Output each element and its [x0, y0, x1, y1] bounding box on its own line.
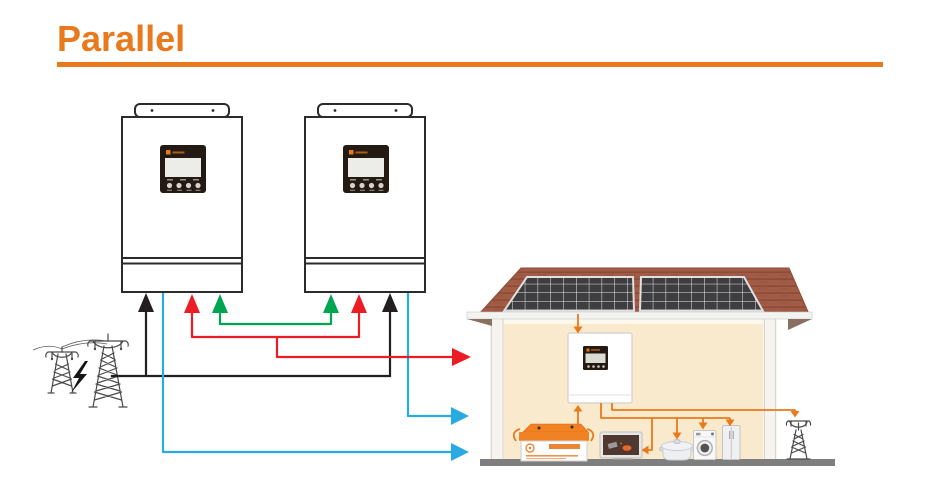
inverter-body — [121, 116, 243, 293]
lcd-screen — [348, 158, 384, 177]
page-title: Parallel — [57, 18, 186, 59]
battery-dc-lines — [161, 290, 469, 461]
wall-corner-trim — [763, 319, 777, 460]
inverter-control-panel — [343, 145, 389, 193]
panel-button — [176, 182, 182, 189]
lightning-bolt-icon — [71, 361, 88, 393]
grid-ac-lines — [110, 293, 398, 378]
hybrid-inverter — [567, 332, 633, 404]
brand-logo-icon — [349, 150, 354, 155]
solar-panel-array — [638, 276, 765, 312]
energy-flow-lines — [573, 314, 800, 455]
panel-button — [359, 182, 365, 189]
refrigerator — [722, 425, 741, 460]
panel-button — [378, 182, 384, 189]
panel-button — [185, 182, 192, 189]
lcd-screen — [585, 353, 606, 363]
mounting-bracket — [134, 103, 230, 118]
mounting-bracket — [317, 103, 413, 118]
wall-corner-trim — [490, 319, 504, 460]
panel-button — [195, 182, 201, 189]
lcd-screen — [165, 158, 201, 177]
ac-output-lines — [184, 294, 471, 366]
panel-button — [368, 182, 375, 189]
panel-button — [349, 182, 356, 189]
transmission-towers-icon — [32, 333, 129, 408]
washing-machine — [693, 430, 717, 460]
roof-fascia — [466, 311, 813, 320]
tv-screen — [599, 431, 643, 460]
panel-button — [166, 182, 173, 189]
brand-logo-icon — [586, 348, 590, 352]
inverter-body — [304, 116, 426, 293]
parallel-link-lines — [212, 294, 339, 326]
wall-inverter-2 — [304, 103, 426, 293]
house-illustration — [466, 267, 835, 466]
storage-battery — [512, 423, 595, 462]
title-underline — [57, 62, 883, 67]
utility-pole-icon — [785, 420, 812, 460]
ground — [480, 459, 835, 466]
wall-inverter-1 — [121, 103, 243, 293]
brand-logo-icon — [166, 150, 171, 155]
solar-panel-array — [502, 276, 636, 312]
inverter-control-panel — [160, 145, 206, 193]
